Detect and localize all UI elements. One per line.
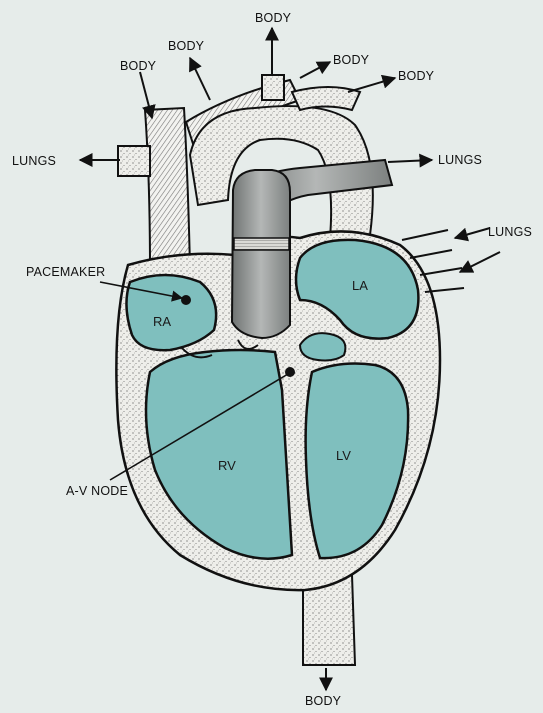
aortic-root	[232, 170, 290, 338]
superior-vena-cava	[145, 108, 190, 268]
label-rv: RV	[218, 458, 236, 473]
right-atrium	[126, 275, 216, 350]
aortic-valve-ring	[234, 238, 289, 250]
label-body-left: BODY	[120, 59, 157, 73]
label-body-upper-left: BODY	[168, 39, 205, 53]
arrow-body-right-2	[348, 78, 395, 92]
mitral-vestibule	[300, 333, 345, 360]
arrow-body-upper-left	[190, 58, 210, 100]
label-body-top-center: BODY	[255, 11, 292, 25]
left-pulmonary-stub	[118, 146, 150, 176]
arrow-lungs-right-top	[388, 160, 432, 162]
label-ra: RA	[153, 314, 171, 329]
label-lungs-right: LUNGS	[488, 225, 532, 239]
arrow-body-right-1	[300, 62, 330, 78]
label-lungs-left: LUNGS	[12, 154, 56, 168]
label-body-right-1: BODY	[333, 53, 370, 67]
label-av-node: A-V NODE	[66, 484, 128, 498]
pacemaker-node	[181, 295, 191, 305]
label-lungs-right-top: LUNGS	[438, 153, 482, 167]
label-body-right-2: BODY	[398, 69, 435, 83]
label-la: LA	[352, 278, 368, 293]
label-pacemaker: PACEMAKER	[26, 265, 105, 279]
label-body-bottom: BODY	[305, 694, 342, 708]
arrow-lungs-right-1	[455, 228, 490, 238]
arrow-lungs-right-2	[460, 252, 500, 272]
label-lv: LV	[336, 448, 351, 463]
carotid-branch	[262, 75, 284, 100]
